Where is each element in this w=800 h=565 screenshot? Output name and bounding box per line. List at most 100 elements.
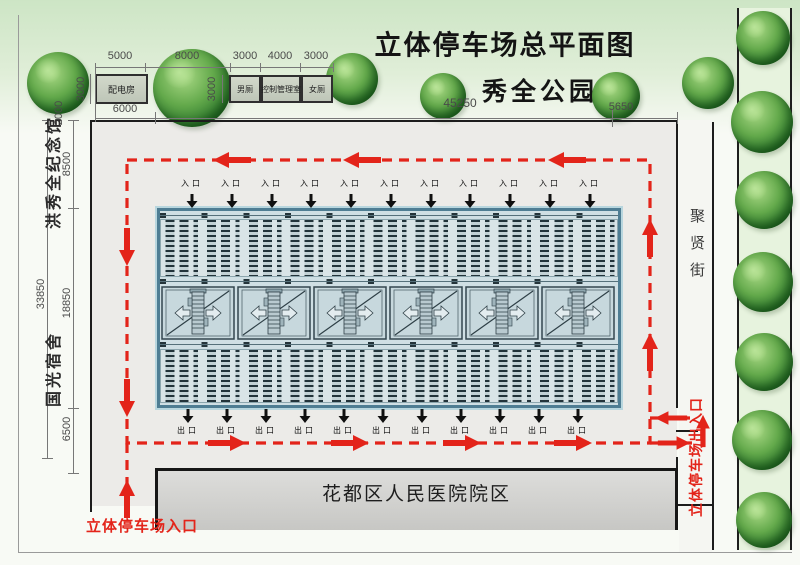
dimension-label: 3000 — [232, 50, 258, 62]
boundary-west — [90, 120, 92, 512]
exit-label: 出口 — [489, 426, 511, 435]
building-control-room: 控制管理室 — [261, 75, 301, 103]
entrance-label: 入口 — [300, 179, 322, 188]
page-title: 立体停车场总平面图 — [374, 30, 636, 61]
page-subtitle: 秀全公园 — [481, 78, 599, 106]
exit-label: 出口 — [177, 426, 199, 435]
hospital-area: 花都区人民医院院区 — [155, 468, 678, 530]
dim-line — [73, 120, 74, 473]
street-area — [679, 120, 712, 552]
exit-label: 出口 — [567, 426, 589, 435]
dim-tick — [230, 63, 231, 72]
column-seam — [160, 279, 618, 284]
tree-icon — [733, 252, 793, 312]
entrance-label: 入口 — [420, 179, 442, 188]
entrance-label: 入口 — [340, 179, 362, 188]
dim-tick — [155, 112, 156, 124]
lift-module-band — [161, 286, 615, 340]
dim-extension — [95, 66, 96, 122]
dimension-label: 8000 — [174, 50, 200, 62]
dimension-label: 18850 — [61, 287, 73, 319]
tree-icon — [736, 492, 792, 548]
dimension-label: 6500 — [61, 416, 73, 442]
exit-label: 出口 — [294, 426, 316, 435]
page-frame-bottom — [18, 552, 792, 553]
tree-icon — [732, 410, 792, 470]
entrance-label: 入口 — [579, 179, 601, 188]
entrance-label: 入口 — [380, 179, 402, 188]
dimension-label: 33850 — [35, 278, 47, 310]
column-seam — [160, 213, 618, 218]
page-frame-left — [18, 15, 19, 552]
tree-icon — [27, 52, 89, 114]
dimension-label: 4000 — [267, 50, 293, 62]
building-female-toilet: 女厕 — [301, 75, 333, 103]
tree-icon — [420, 73, 466, 119]
dim-line — [222, 75, 223, 103]
building-male-toilet: 男厕 — [229, 75, 261, 103]
building-label: 配电房 — [107, 84, 135, 95]
entrance-label: 入口 — [261, 179, 283, 188]
parking-stalls-north — [160, 219, 618, 277]
street-name-label: 聚贤街 — [688, 208, 705, 289]
building-label: 女厕 — [309, 84, 325, 94]
tree-icon — [731, 91, 793, 153]
parking-exit-entrance-label: 立体停车场出入口 — [688, 397, 704, 517]
entrance-label: 入口 — [459, 179, 481, 188]
dim-tick — [260, 63, 261, 72]
tree-icon — [682, 57, 734, 109]
dim-tick — [68, 408, 79, 409]
tree-icon — [326, 53, 378, 105]
exit-label: 出口 — [333, 426, 355, 435]
entrance-label: 入口 — [181, 179, 203, 188]
street-east-line — [712, 122, 714, 550]
parking-entrance-label: 立体停车场入口 — [86, 518, 199, 535]
building-label: 控制管理室 — [261, 84, 301, 94]
dimension-label: 45250 — [443, 96, 477, 110]
exit-label: 出口 — [450, 426, 472, 435]
boundary-east-upper — [676, 120, 678, 408]
landmark-dormitory: 国光宿舍 — [46, 330, 63, 408]
landmark-memorial: 洪秀全纪念馆 — [46, 114, 63, 230]
building-label: 男厕 — [237, 84, 253, 94]
dim-tick — [300, 63, 301, 72]
dim-tick — [68, 208, 79, 209]
dimension-label: 3000 — [75, 76, 87, 102]
dim-line — [90, 74, 91, 104]
entrance-label: 入口 — [499, 179, 521, 188]
dim-tick — [42, 458, 53, 459]
dimension-label: 3000 — [303, 50, 329, 62]
column-seam — [160, 342, 618, 347]
dimension-label: 6000 — [112, 103, 138, 115]
tree-icon — [592, 72, 640, 120]
boundary-southeast-stub — [676, 504, 713, 506]
dim-tick — [68, 473, 79, 474]
exit-label: 出口 — [411, 426, 433, 435]
gate-stub — [676, 430, 698, 432]
dimension-label: 5650 — [608, 101, 634, 113]
tree-icon — [736, 11, 790, 65]
entrance-label: 入口 — [221, 179, 243, 188]
tree-icon — [735, 171, 793, 229]
dim-line — [47, 120, 48, 458]
dim-line — [95, 118, 678, 119]
dim-tick — [145, 63, 146, 72]
exit-label: 出口 — [372, 426, 394, 435]
tree-icon — [735, 333, 793, 391]
parking-structure — [157, 208, 621, 408]
dimension-label: 3000 — [206, 76, 218, 102]
tree-icon — [153, 49, 231, 127]
dim-line — [95, 67, 333, 68]
boundary-north — [90, 120, 678, 122]
dim-tick — [42, 120, 53, 121]
dimension-label: 5000 — [107, 50, 133, 62]
building-power-room: 配电房 — [95, 74, 148, 104]
dim-tick — [333, 63, 334, 72]
exit-label: 出口 — [255, 426, 277, 435]
hospital-label: 花都区人民医院院区 — [321, 484, 511, 505]
parking-stalls-south — [160, 349, 618, 403]
exit-label: 出口 — [528, 426, 550, 435]
dim-tick — [612, 109, 613, 127]
dim-tick — [68, 120, 79, 121]
